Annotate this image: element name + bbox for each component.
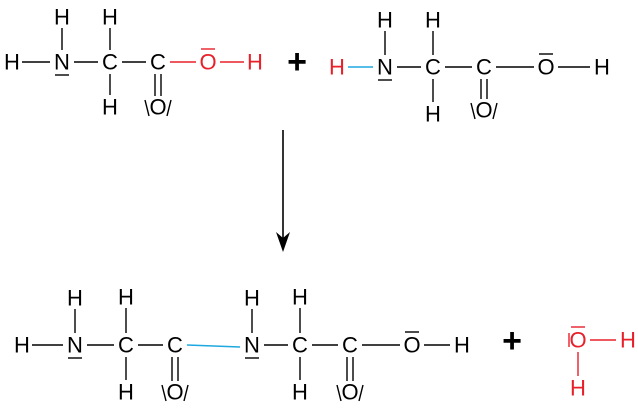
atom-r1-o-carbonyl: O xyxy=(149,95,166,120)
atom-p-c3: C xyxy=(292,333,308,358)
atom-p-h-c1-top: H xyxy=(118,285,134,310)
bond xyxy=(186,344,241,348)
plus-sign-products: + xyxy=(502,322,522,360)
atom-r1-h-c-top: H xyxy=(102,5,118,30)
atom-r1-h-left: H xyxy=(4,50,20,75)
lone-pair xyxy=(161,384,167,402)
atom-r2-h-hydroxyl: H xyxy=(594,55,610,80)
atom-p-c4: C xyxy=(342,333,358,358)
atom-w-h-bottom: H xyxy=(570,376,586,401)
lone-pairs xyxy=(55,48,585,402)
plus-sign-reactants: + xyxy=(287,43,307,81)
atom-r2-n: N xyxy=(377,55,393,80)
atom-r2-o-carbonyl: O xyxy=(475,98,492,123)
atom-r1-c-carboxyl: C xyxy=(150,50,166,75)
atom-r2-h-n-top: H xyxy=(377,8,393,33)
atom-p-c2: C xyxy=(167,333,183,358)
atom-w-o: O xyxy=(569,328,586,353)
atom-r2-c-carboxyl: C xyxy=(476,55,492,80)
atom-r1-c-alpha: C xyxy=(102,50,118,75)
atom-r2-h-c-top: H xyxy=(425,8,441,33)
atom-p-o-c4: O xyxy=(341,380,358,405)
atom-r2-h-n-left: H xyxy=(329,55,345,80)
atom-p-c1: C xyxy=(118,333,134,358)
atom-p-o-c2: O xyxy=(166,380,183,405)
atom-p-h-c3-top: H xyxy=(292,285,308,310)
atom-p-n1: N xyxy=(67,333,83,358)
lone-pair xyxy=(144,99,150,117)
atom-p-o-hydroxyl: O xyxy=(403,333,420,358)
lone-pair xyxy=(336,384,342,402)
atom-p-h-c3-bottom: H xyxy=(292,380,308,405)
atom-r1-o-hydroxyl: O xyxy=(199,50,216,75)
atom-w-h-right: H xyxy=(620,328,636,353)
atom-r1-h-hydroxyl: H xyxy=(247,50,263,75)
atom-p-h-n1-top: H xyxy=(67,286,83,311)
atom-r1-h-n-top: H xyxy=(54,5,70,30)
atom-p-h-c1-bottom: H xyxy=(118,380,134,405)
atom-p-h-n2-top: H xyxy=(244,286,260,311)
atom-p-n2: N xyxy=(244,333,260,358)
atom-r1-h-c-bottom: H xyxy=(102,95,118,120)
atom-r2-h-c-bottom: H xyxy=(425,102,441,127)
lone-pair xyxy=(492,102,498,120)
atom-r2-o-hydroxyl: O xyxy=(537,55,554,80)
lone-pair xyxy=(166,99,172,117)
atom-r2-c-alpha: C xyxy=(425,55,441,80)
lone-pair xyxy=(183,384,189,402)
atom-r1-n: N xyxy=(54,50,70,75)
lone-pair xyxy=(358,384,364,402)
bonds xyxy=(22,28,616,381)
atom-p-h-hydroxyl: H xyxy=(454,333,470,358)
lone-pair xyxy=(470,102,476,120)
atom-p-h-left: H xyxy=(14,333,30,358)
reaction-arrow xyxy=(276,130,290,252)
